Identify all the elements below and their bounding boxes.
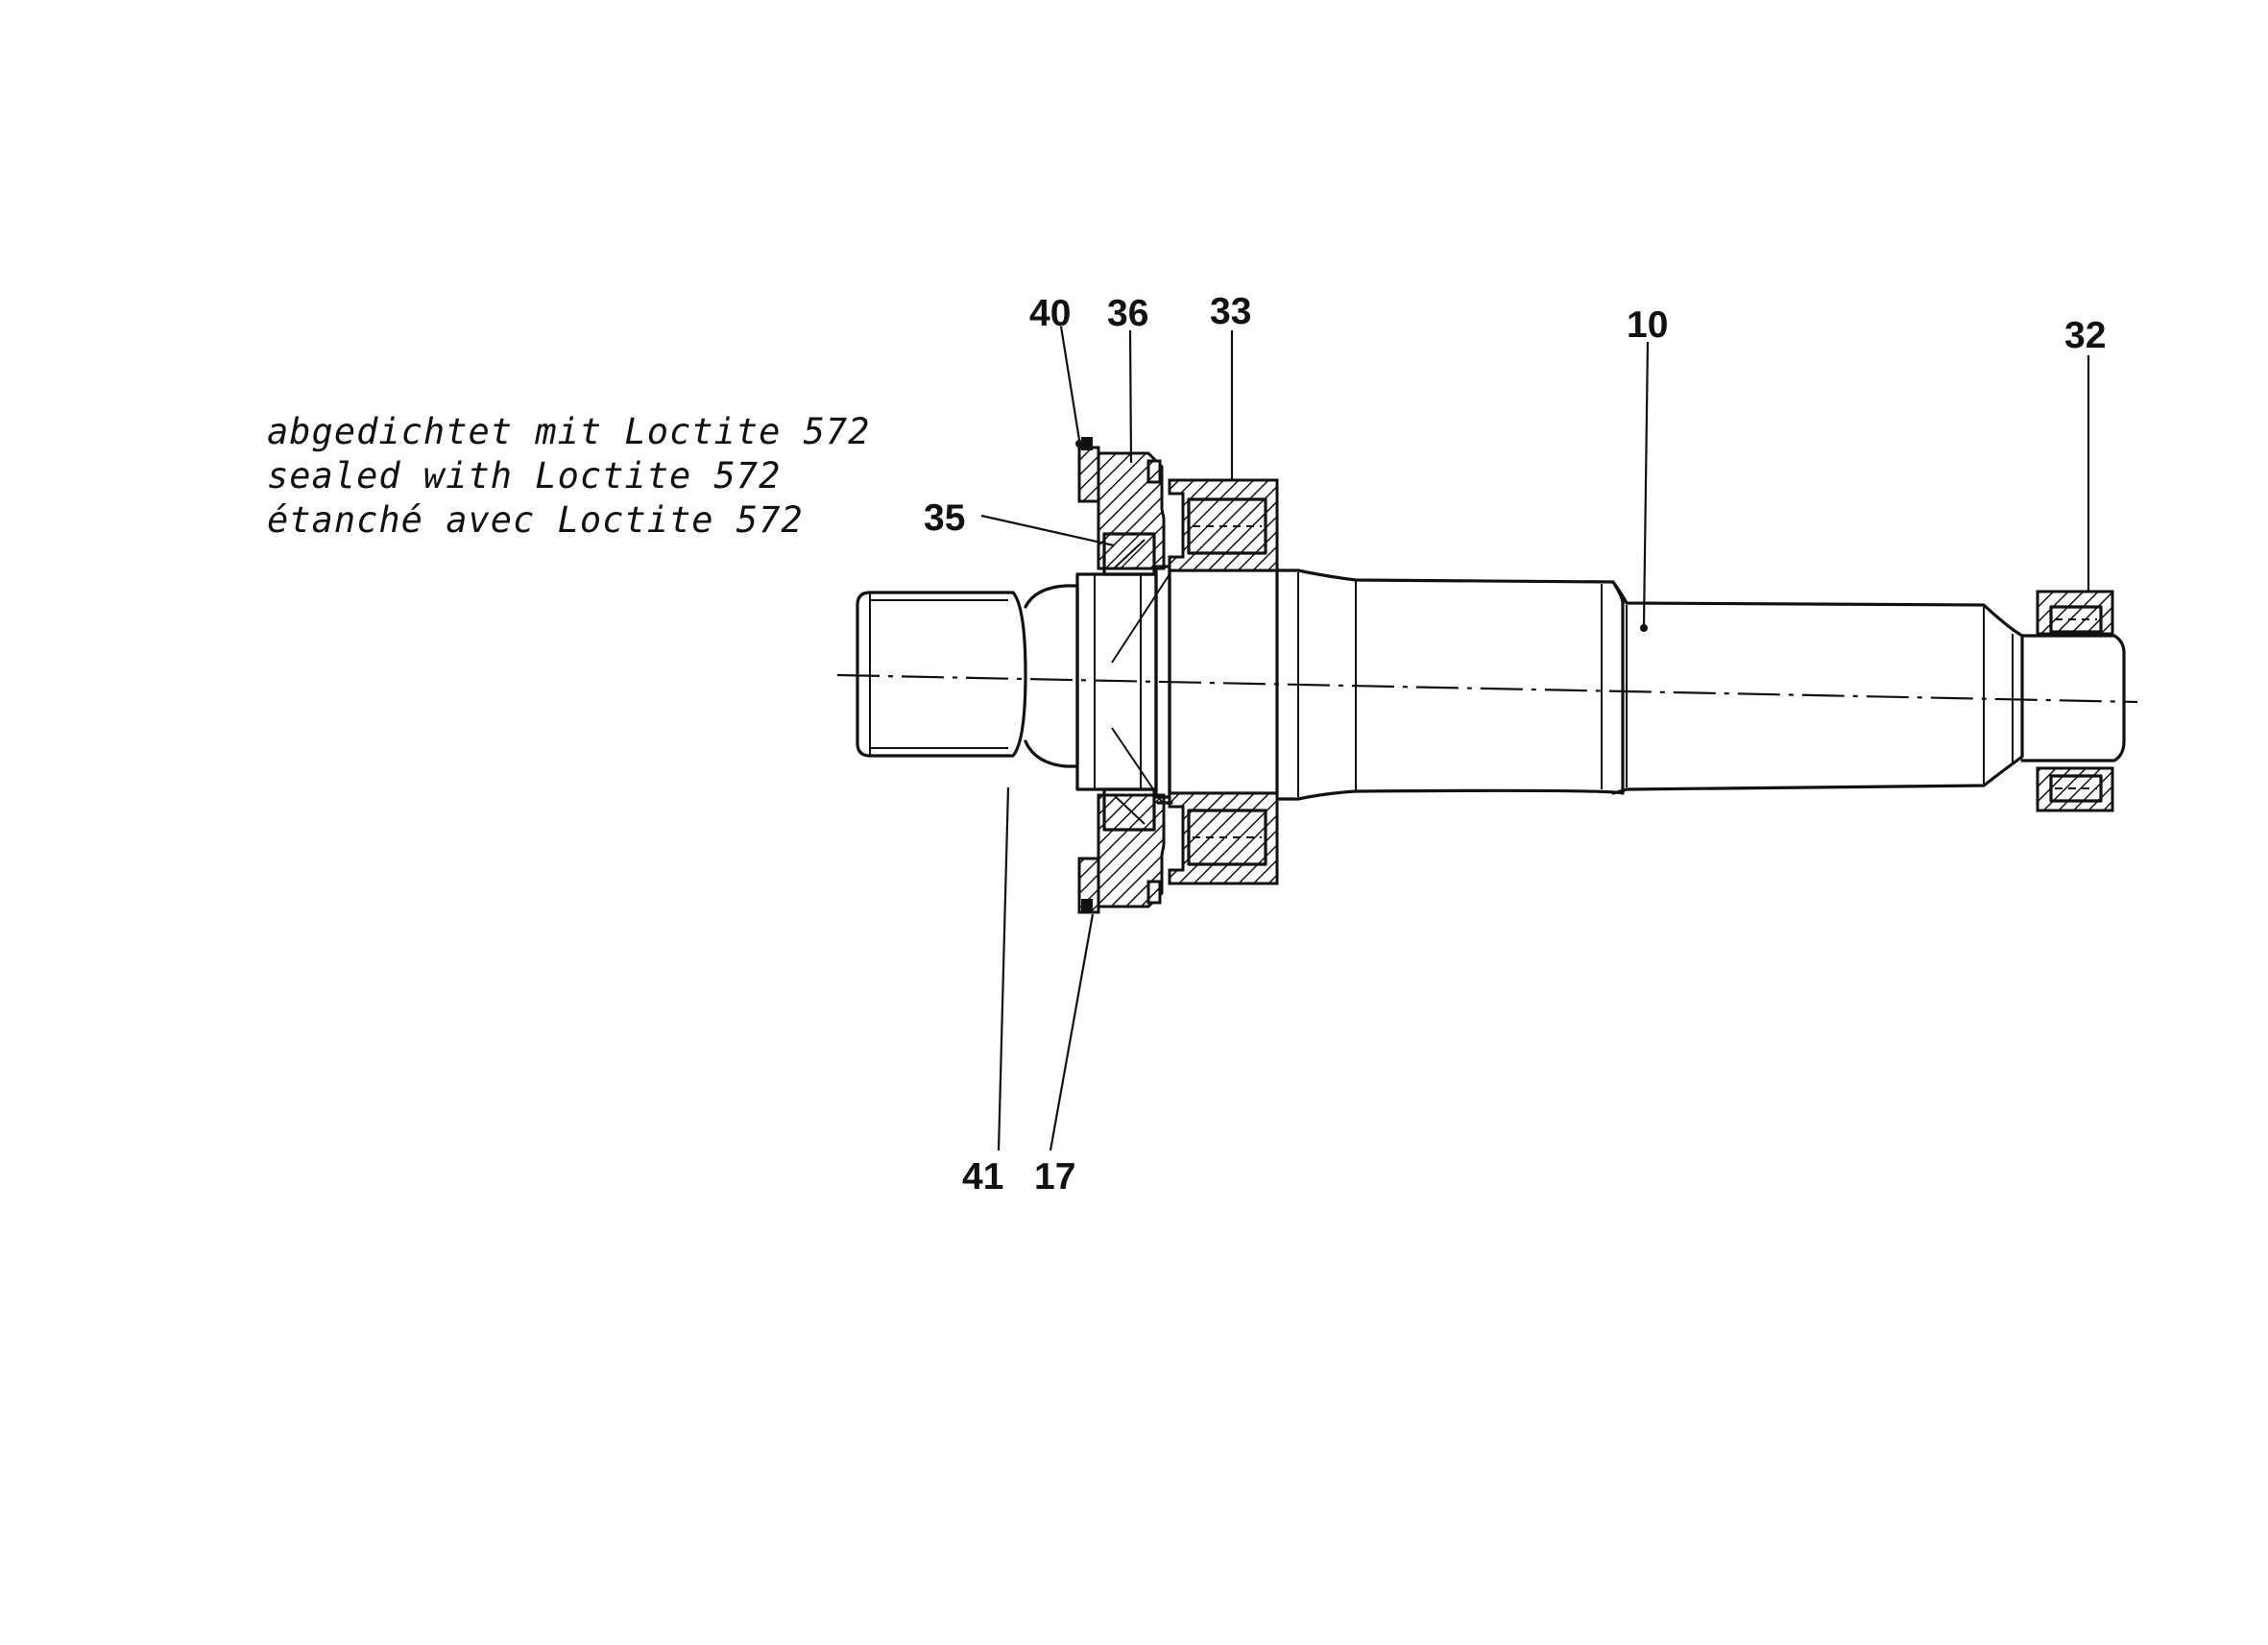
callouts: 40 36 33 10 32 35 41 17 — [924, 291, 2106, 1197]
angular-contact-bearing — [1102, 532, 1156, 832]
sealing-note-de: abgedichtet mit Loctite 572 — [267, 411, 871, 452]
roller-bearing — [1156, 478, 1279, 885]
callout-17: 17 — [1034, 1156, 1075, 1197]
callout-36: 36 — [1107, 293, 1148, 334]
callout-35: 35 — [924, 497, 965, 539]
shaft-centerline — [836, 673, 2138, 704]
sealing-note-en: sealed with Loctite 572 — [267, 455, 782, 496]
main-shaft — [1275, 568, 2024, 801]
leader-lines — [980, 326, 2090, 1151]
callout-32: 32 — [2064, 315, 2106, 356]
shaft-threaded-end — [856, 591, 1027, 758]
callout-41: 41 — [962, 1156, 1003, 1197]
bearing-housing — [1097, 451, 1166, 908]
right-journal-bearing — [2020, 590, 2126, 812]
callout-33: 33 — [1210, 291, 1251, 332]
callout-10: 10 — [1627, 304, 1668, 346]
sealing-note-fr: étanché avec Loctite 572 — [267, 499, 804, 541]
callout-40: 40 — [1029, 293, 1071, 334]
shaft-neck — [1024, 584, 1079, 768]
